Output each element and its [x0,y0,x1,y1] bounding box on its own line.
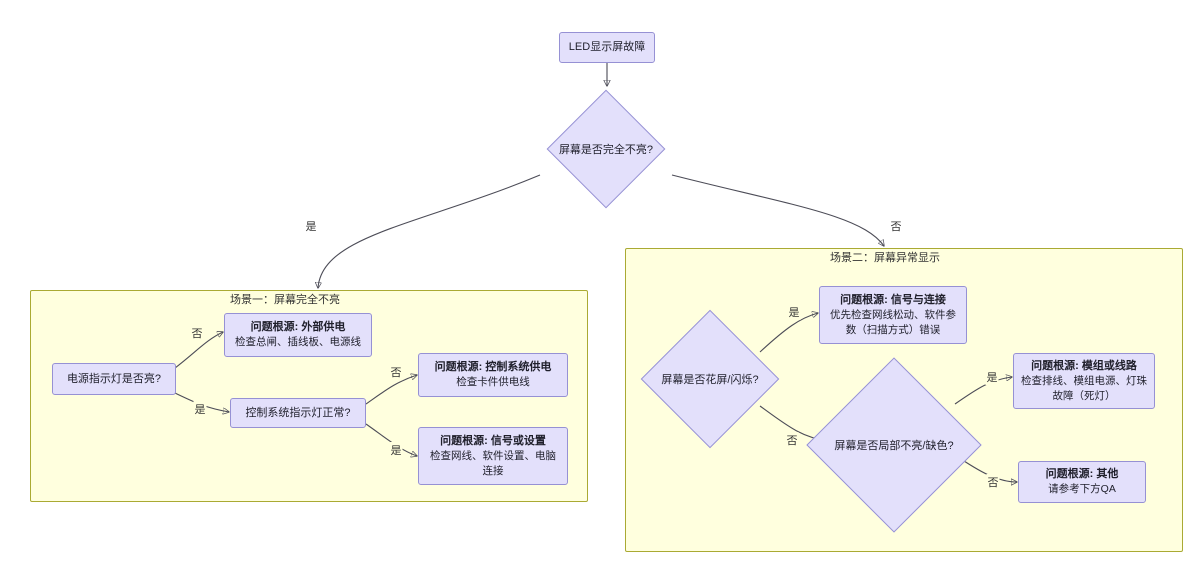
node-external-power[interactable]: 问题根源: 外部供电 检查总闸、插线板、电源线 [224,313,372,357]
node-external-power-sub: 检查总闸、插线板、电源线 [235,336,361,348]
node-other[interactable]: 问题根源: 其他 请参考下方QA [1018,461,1146,503]
edge-label-controlled-yes: 是 [389,442,403,458]
edge-powerled-no [174,332,223,369]
node-external-power-title: 问题根源: 外部供电 [250,321,346,333]
node-module-circuit-title: 问题根源: 模组或线路 [1031,359,1137,372]
node-module-circuit-sub: 检查排线、模组电源、灯珠故障（死灯） [1021,374,1147,402]
edge-label-controlled-no: 否 [389,364,403,380]
node-signal-connection[interactable]: 问题根源: 信号与连接 优先检查网线松动、软件参数（扫描方式）错误 [819,286,967,344]
node-module-circuit[interactable]: 问题根源: 模组或线路 检查排线、模组电源、灯珠故障（死灯） [1013,353,1155,409]
node-control-power-sub: 检查卡件供电线 [456,376,530,388]
edge-controlled-no [365,375,417,405]
node-control-indicator[interactable]: 控制系统指示灯正常? [230,398,366,428]
node-led-failure[interactable]: LED显示屏故障 [559,32,655,63]
edge-label-flicker-no: 否 [785,432,799,448]
node-power-indicator-label: 电源指示灯是否亮? [66,372,162,385]
node-decision-partial-dark[interactable]: 屏幕是否局部不亮/缺色? [806,357,982,533]
node-control-indicator-label: 控制系统指示灯正常? [245,406,351,419]
node-other-title: 问题根源: 其他 [1045,468,1119,480]
node-signal-setting-sub: 检查网线、软件设置、电脑连接 [430,449,556,477]
node-signal-connection-sub: 优先检查网线松动、软件参数（扫描方式）错误 [830,308,956,336]
node-control-power[interactable]: 问题根源: 控制系统供电 检查卡件供电线 [418,353,568,397]
edge-decision-yes [318,174,541,288]
edge-label-decision-no: 否 [889,218,903,234]
edge-partial-yes [954,377,1012,405]
node-led-failure-label: LED显示屏故障 [568,41,646,53]
edge-label-powerled-no: 否 [190,325,204,341]
edge-label-partial-no: 否 [986,474,1000,490]
edge-label-flicker-yes: 是 [787,304,801,320]
node-control-power-title: 问题根源: 控制系统供电 [434,361,552,373]
node-signal-connection-title: 问题根源: 信号与连接 [840,293,946,306]
edge-label-powerled-yes: 是 [193,401,207,417]
node-decision-flicker[interactable]: 屏幕是否花屏/闪烁? [640,309,780,449]
node-power-indicator[interactable]: 电源指示灯是否亮? [52,363,176,395]
node-decision-screen-all-dark[interactable]: 屏幕是否完全不亮? [546,89,666,209]
node-signal-setting-title: 问题根源: 信号或设置 [440,434,546,447]
node-signal-setting[interactable]: 问题根源: 信号或设置 检查网线、软件设置、电脑连接 [418,427,568,485]
node-decision-partial-dark-label: 屏幕是否局部不亮/缺色? [834,440,954,452]
edge-flicker-yes [759,313,818,353]
edge-label-partial-yes: 是 [985,369,999,385]
edge-decision-no [671,174,884,246]
node-decision-screen-all-dark-label: 屏幕是否完全不亮? [558,144,654,156]
edge-label-decision-yes: 是 [304,218,318,234]
subgraph-scenario-two-label: 场景二：屏幕异常显示 [830,252,940,264]
node-decision-flicker-label: 屏幕是否花屏/闪烁? [661,374,759,386]
node-other-sub: 请参考下方QA [1048,483,1116,495]
subgraph-scenario-one-label: 场景一：屏幕完全不亮 [230,294,340,306]
